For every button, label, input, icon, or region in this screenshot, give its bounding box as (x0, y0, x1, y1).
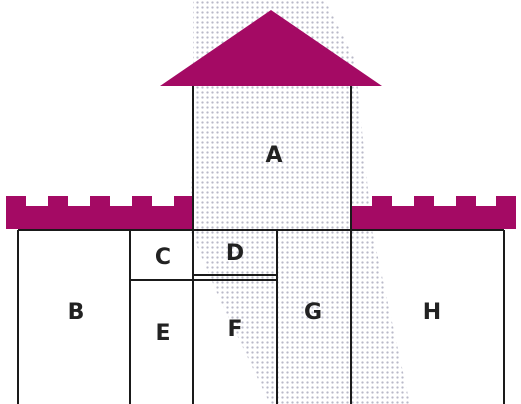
section-label-b: B (68, 300, 85, 325)
section-label-e: E (155, 321, 170, 346)
right-battlement (351, 196, 516, 229)
section-label-f: F (227, 317, 242, 342)
section-label-a: A (265, 143, 282, 168)
section-label-g: G (304, 300, 322, 325)
section-label-c: C (155, 245, 171, 270)
section-label-d: D (226, 241, 244, 266)
left-battlement (6, 196, 193, 229)
section-label-h: H (423, 300, 441, 325)
